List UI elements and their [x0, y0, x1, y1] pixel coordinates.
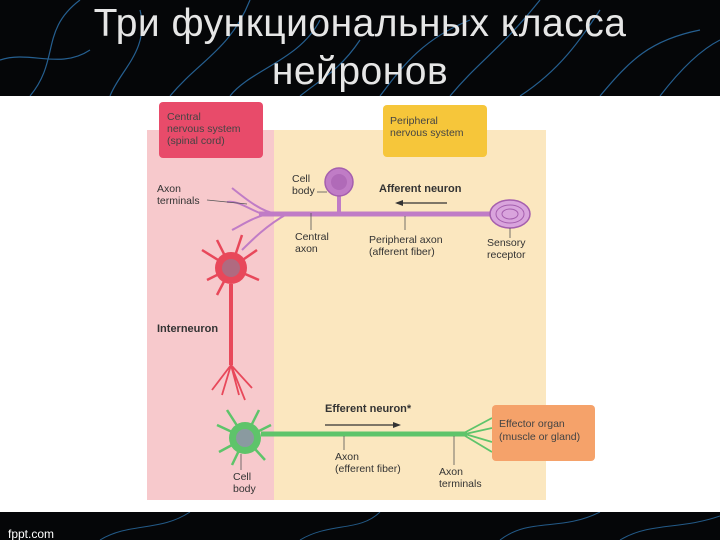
sensory-receptor-line1: Sensory — [487, 237, 526, 249]
effector-box-line1: Effector organ — [499, 418, 565, 430]
peripheral-box-line2: nervous system — [390, 127, 464, 139]
axon-terminals-bottom-line2: terminals — [439, 478, 482, 490]
sensory-receptor-line2: receptor — [487, 249, 526, 261]
peripheral-nervous-system-box — [383, 105, 487, 157]
afferent-neuron-label: Afferent neuron — [379, 183, 462, 195]
leader-lines — [206, 191, 511, 470]
slide-header: Три функциональных класса нейронов — [0, 0, 720, 96]
cell-body-bottom-line2: body — [233, 483, 257, 495]
efferent-neuron-label: Efferent neuron* — [325, 403, 412, 415]
axon-terminals-bottom-line1: Axon — [439, 466, 463, 478]
watermark-text: fppt.com — [8, 527, 55, 540]
interneuron-label: Interneuron — [157, 323, 218, 335]
central-box-line1: Central — [167, 111, 201, 123]
slide-title-line1: Три функциональных класса — [93, 2, 627, 45]
axon-efferent-line1: Axon — [335, 451, 359, 463]
decorative-background — [0, 0, 720, 96]
cell-body-bottom-line1: Cell — [233, 471, 251, 483]
central-nervous-system-box — [159, 102, 263, 158]
axon-terminals-top-line2: terminals — [157, 195, 200, 207]
afferent-neuron — [226, 167, 497, 251]
efferent-neuron — [216, 409, 493, 466]
axon-efferent-line2: (efferent fiber) — [335, 463, 401, 475]
cell-body-top-line2: body — [292, 185, 316, 197]
sensory-receptor-icon — [489, 199, 531, 229]
cell-body-top-line1: Cell — [292, 173, 310, 185]
axon-terminals-top-line1: Axon — [157, 183, 181, 195]
decorative-footer-background — [99, 512, 720, 540]
peripheral-axon-line1: Peripheral axon — [369, 234, 443, 246]
slide-footer: fppt.com — [0, 512, 720, 540]
peripheral-axon-line2: (afferent fiber) — [369, 246, 435, 258]
central-axon-line1: Central — [295, 231, 329, 243]
peripheral-box-line1: Peripheral — [390, 115, 438, 127]
efferent-direction-arrow — [325, 422, 401, 428]
neuron-diagram: Central nervous system (spinal cord) Per… — [147, 102, 595, 500]
central-axon-line2: axon — [295, 243, 318, 255]
central-box-line2: nervous system — [167, 123, 241, 135]
effector-box-line2: (muscle or gland) — [499, 431, 580, 443]
afferent-direction-arrow — [395, 200, 447, 206]
central-box-line3: (spinal cord) — [167, 135, 225, 147]
effector-organ-box — [492, 405, 595, 461]
slide-title-line2: нейронов — [271, 50, 449, 93]
interneuron — [201, 234, 260, 401]
